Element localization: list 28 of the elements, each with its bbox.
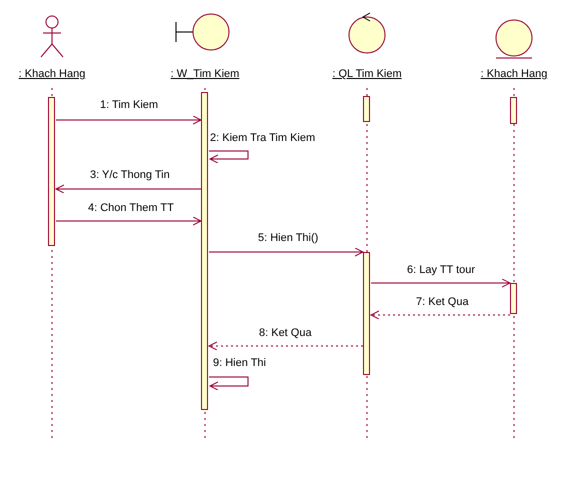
message-arrow xyxy=(370,278,510,288)
message-label: 2: Kiem Tra Tim Kiem xyxy=(210,132,316,145)
message-arrow xyxy=(208,248,364,256)
participant-name: : W_Tim Kiem xyxy=(170,68,240,81)
activation-bar xyxy=(363,96,370,122)
message-arrow xyxy=(56,184,202,194)
message-label: 6: Lay TT tour xyxy=(407,264,476,277)
message-arrow xyxy=(56,216,202,226)
activation-bar xyxy=(201,92,208,410)
message-arrow xyxy=(208,342,364,350)
participant-name: : Khach Hang xyxy=(480,68,548,81)
message-label: 3: Y/c Thong Tin xyxy=(90,169,170,182)
message-label: 9: Hien Thi xyxy=(213,357,266,370)
message-label: 4: Chon Them TT xyxy=(88,202,174,215)
message-label: 7: Ket Qua xyxy=(416,296,469,309)
activation-bar xyxy=(48,97,55,246)
message-arrow xyxy=(56,116,202,124)
participant-name: : QL Tim Kiem xyxy=(331,68,403,81)
message-label: 1: Tim Kiem xyxy=(100,99,158,112)
participant-name: : Khach Hang xyxy=(18,68,86,81)
activation-bar xyxy=(363,252,370,375)
activation-bar xyxy=(510,97,517,124)
message-arrow xyxy=(208,376,248,390)
message-label: 8: Ket Qua xyxy=(259,327,312,340)
message-arrow xyxy=(370,310,510,320)
message-label: 5: Hien Thi() xyxy=(258,232,318,245)
message-arrow xyxy=(208,150,248,164)
activation-bar xyxy=(510,283,517,314)
